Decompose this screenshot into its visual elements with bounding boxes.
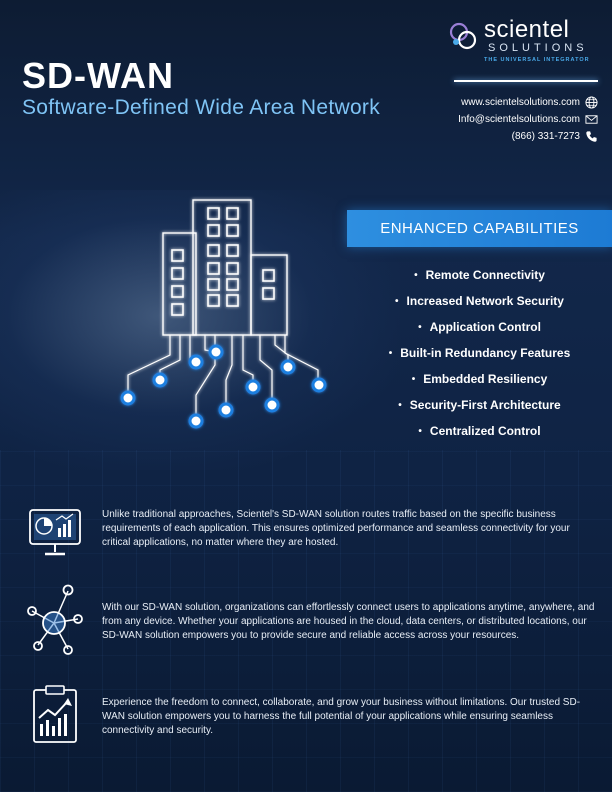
building-network-illustration	[120, 199, 327, 429]
network-node	[208, 344, 224, 360]
network-node	[218, 402, 234, 418]
list-item: • Security-First Architecture	[352, 392, 607, 418]
header-divider	[454, 80, 598, 82]
contact-phone[interactable]: (866) 331-7273	[458, 128, 598, 144]
phone-text[interactable]: (866) 331-7273	[511, 130, 580, 142]
page-title: SD-WAN	[22, 55, 174, 96]
list-item: • Increased Network Security	[352, 288, 607, 314]
background-grid	[0, 450, 612, 792]
list-item: • Centralized Control	[352, 418, 607, 444]
capabilities-heading: ENHANCED CAPABILITIES	[347, 210, 612, 247]
logo-tagline: THE UNIVERSAL INTEGRATOR	[484, 57, 590, 63]
logo-name: scientel	[484, 16, 570, 43]
network-node	[280, 359, 296, 375]
capability-label: Embedded Resiliency	[423, 372, 548, 386]
network-hub-icon	[27, 584, 83, 655]
globe-icon	[585, 95, 598, 109]
capability-label: Security-First Architecture	[409, 398, 561, 412]
list-item: • Built-in Redundancy Features	[352, 340, 607, 366]
bullet: •	[418, 321, 422, 333]
logo-solutions: SOLUTIONS	[488, 42, 588, 54]
monitor-analytics-icon	[29, 509, 81, 556]
network-node	[264, 397, 280, 413]
bullet: •	[411, 373, 416, 385]
bullet: •	[398, 399, 402, 411]
bullet: •	[414, 269, 418, 281]
capabilities-list: • Remote Connectivity • Increased Network …	[352, 262, 607, 444]
network-node	[152, 372, 168, 388]
network-node	[245, 379, 261, 395]
feature-block-growth: Experience the freedom to connect, colla…	[20, 685, 600, 766]
capability-label: Increased Network Security	[406, 294, 564, 308]
feature-text: Unlike traditional approaches, Scientel'…	[102, 509, 570, 549]
website-text[interactable]: www.scientelsolutions.com	[461, 96, 580, 108]
email-text[interactable]: Info@scientelsolutions.com	[458, 113, 580, 125]
network-node	[188, 413, 204, 429]
capability-label: Remote Connectivity	[425, 268, 545, 282]
feature-block-connectivity: With our SD-WAN solution, organizations …	[20, 584, 600, 671]
bullet: •	[395, 295, 399, 307]
feature-block-routing: Unlike traditional approaches, Scientel'…	[20, 508, 600, 578]
network-node	[311, 377, 327, 393]
network-node	[120, 390, 136, 406]
growth-clipboard-icon	[33, 685, 77, 743]
list-item: • Embedded Resiliency	[352, 366, 607, 392]
network-node	[188, 354, 204, 370]
capability-label: Application Control	[429, 320, 541, 334]
scientel-logo: scientel SOLUTIONS THE UNIVERSAL INTEGRA…	[448, 14, 598, 72]
envelope-icon	[585, 114, 598, 124]
phone-icon	[586, 130, 597, 142]
contact-email[interactable]: Info@scientelsolutions.com	[458, 111, 598, 127]
capability-label: Built-in Redundancy Features	[400, 346, 571, 360]
feature-text: Experience the freedom to connect, colla…	[102, 697, 581, 737]
bullet: •	[418, 425, 422, 437]
feature-text: With our SD-WAN solution, organizations …	[102, 602, 595, 642]
contact-block: www.scientelsolutions.com Info@scientels…	[458, 94, 598, 145]
page-subtitle: Software-Defined Wide Area Network	[22, 96, 381, 119]
capability-label: Centralized Control	[429, 424, 541, 438]
logo-mark-icon	[449, 22, 477, 50]
contact-website[interactable]: www.scientelsolutions.com	[458, 94, 598, 110]
list-item: • Application Control	[352, 314, 607, 340]
list-item: • Remote Connectivity	[352, 262, 607, 288]
bullet: •	[388, 347, 393, 359]
